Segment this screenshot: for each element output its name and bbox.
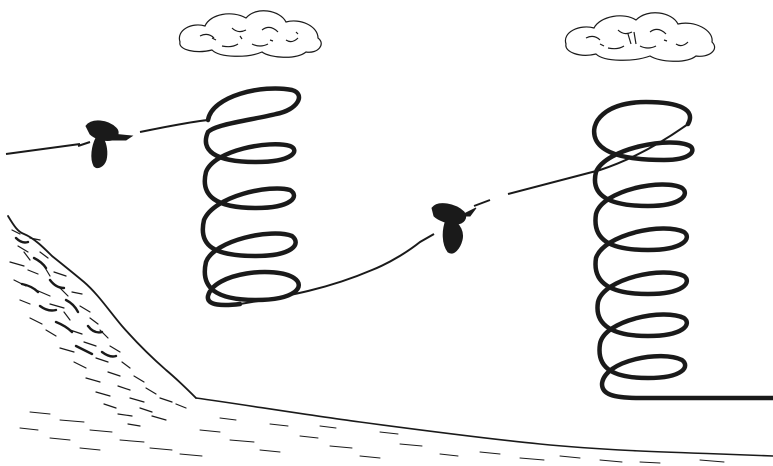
cloud-right bbox=[565, 13, 714, 62]
glide-path-middle bbox=[420, 124, 688, 242]
bird-right bbox=[432, 204, 476, 253]
glide-path-top-left bbox=[6, 130, 150, 154]
cloud-left bbox=[179, 11, 321, 58]
hillside-ground bbox=[8, 216, 773, 463]
bird-left bbox=[78, 121, 132, 168]
thermal-spiral-left bbox=[150, 88, 420, 305]
thermal-spiral-right bbox=[594, 102, 773, 398]
